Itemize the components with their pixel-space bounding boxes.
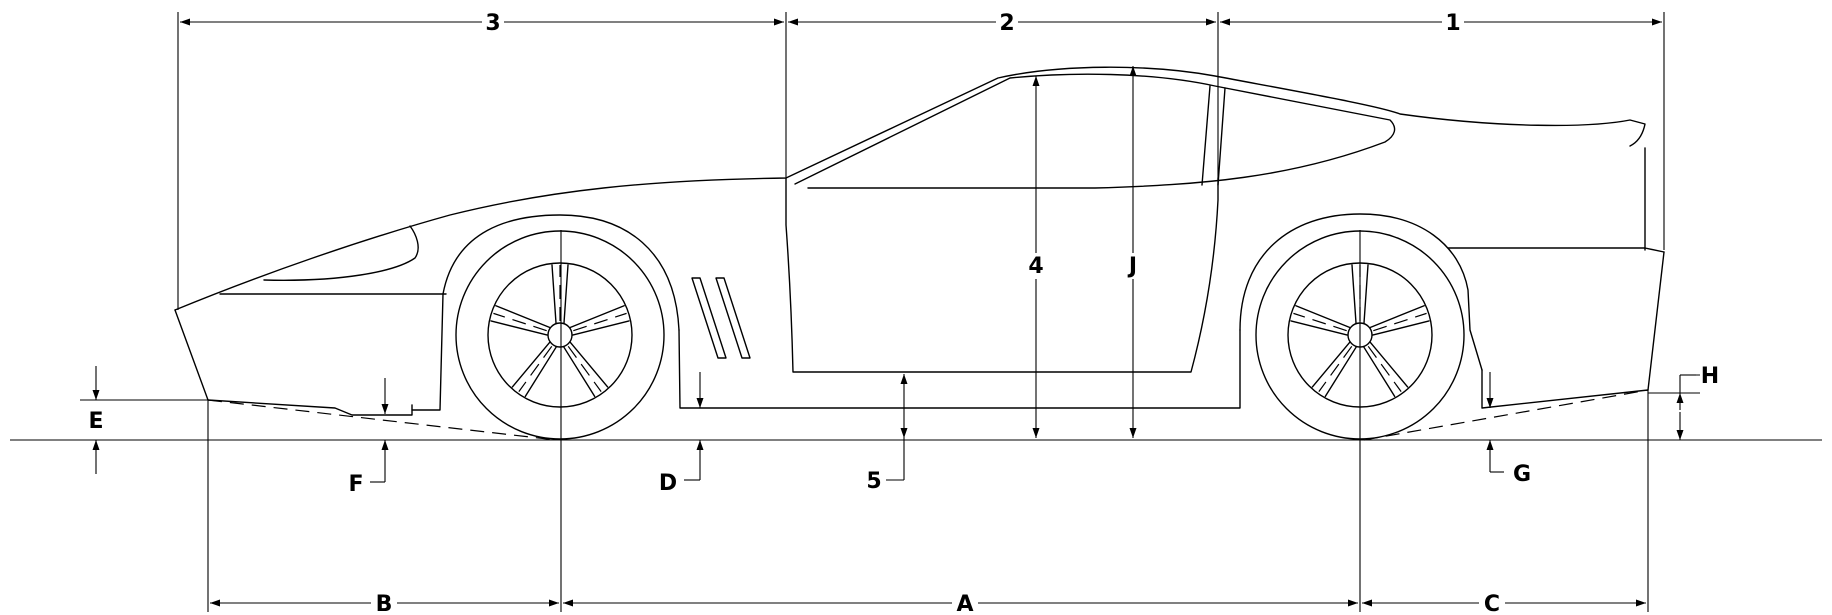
label-e: E <box>88 409 103 434</box>
car-body <box>174 66 1665 416</box>
label-d: D <box>659 471 677 496</box>
label-2: 2 <box>999 11 1014 36</box>
label-j: J <box>1127 254 1137 279</box>
label-5: 5 <box>866 469 881 494</box>
label-1: 1 <box>1445 11 1460 36</box>
dim-5: 5 <box>866 374 908 494</box>
label-h: H <box>1701 364 1719 389</box>
label-g: G <box>1513 462 1531 487</box>
label-b: B <box>376 592 393 615</box>
departure-angle-line <box>1363 389 1649 441</box>
approach-angle-line <box>207 399 557 441</box>
extension-lines <box>80 12 1700 612</box>
front-wheel <box>455 230 665 440</box>
label-a: A <box>956 592 973 615</box>
dim-b: B <box>210 590 559 615</box>
dim-c: C <box>1362 590 1646 615</box>
dim-g: G <box>1486 372 1531 487</box>
label-c: C <box>1484 592 1500 615</box>
label-3: 3 <box>485 11 500 36</box>
dim-e: E <box>88 366 104 474</box>
dim-3: 3 <box>180 10 784 36</box>
label-4: 4 <box>1028 254 1043 279</box>
dim-h: H <box>1676 364 1719 440</box>
dim-a: A <box>563 590 1358 615</box>
dim-f: F <box>348 378 389 497</box>
label-f: F <box>348 472 363 497</box>
dim-4: 4 <box>1025 76 1047 438</box>
dim-1: 1 <box>1220 10 1662 36</box>
dim-d: D <box>659 372 704 496</box>
dim-2: 2 <box>788 10 1216 36</box>
dim-j: J <box>1122 66 1144 438</box>
